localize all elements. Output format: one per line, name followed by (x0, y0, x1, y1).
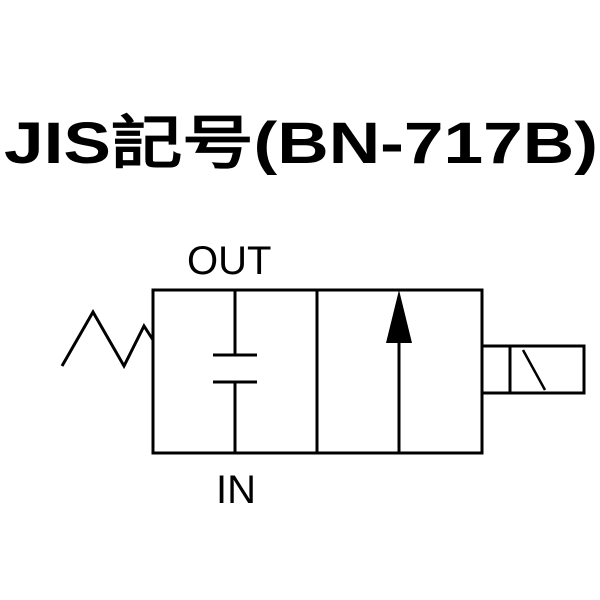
out-port-label: OUT (187, 239, 271, 283)
diagram-title: JIS記号(BN-717B) (4, 111, 598, 176)
spring-icon (60, 308, 155, 370)
flow-arrow-icon (386, 290, 412, 453)
closed-port-icon (213, 290, 257, 453)
in-port-label: IN (216, 468, 256, 512)
solenoid-body (480, 344, 586, 395)
solenoid-icon (480, 344, 586, 395)
arrow-head (386, 290, 412, 343)
